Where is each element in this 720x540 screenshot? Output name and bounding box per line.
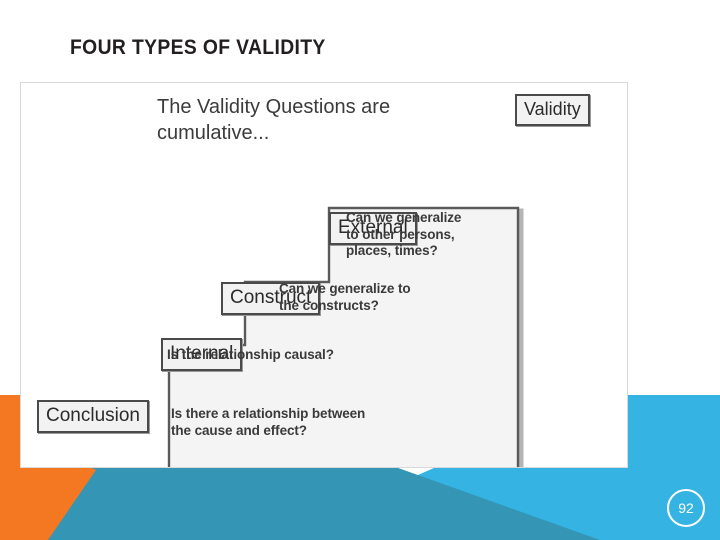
- label-chip-validity: Validity: [515, 94, 590, 126]
- step-question-conclusion-line-2: the cause and effect?: [171, 422, 307, 438]
- diagram-heading-line-1: The Validity Questions are: [157, 96, 391, 118]
- diagram-heading: The Validity Questions are cumulative...: [157, 94, 487, 146]
- step-question-external-line-2: to other persons,: [346, 226, 455, 242]
- label-chip-construct: Construct: [221, 282, 321, 315]
- step-question-conclusion-line-1: Is there a relationship between: [171, 406, 366, 421]
- step-question-conclusion: Is there a relationship between the caus…: [171, 406, 431, 439]
- label-chip-conclusion: Conclusion: [37, 400, 149, 433]
- diagram-image-frame: The Validity Questions are cumulative...…: [20, 82, 628, 468]
- step-question-external: Can we generalize to other persons, plac…: [346, 210, 526, 260]
- teal-wedge: [0, 458, 600, 540]
- label-chip-internal: Internal: [161, 338, 243, 371]
- step-question-external-line-3: places, times?: [346, 243, 438, 258]
- page-number-badge: 92: [667, 489, 705, 527]
- page-title: FOUR TYPES OF VALIDITY: [70, 36, 326, 59]
- step-question-construct-line-2: the constructs?: [279, 297, 379, 313]
- step-question-construct-line-1: Can we generalize to: [279, 281, 411, 296]
- step-question-external-line-1: Can we generalize: [346, 210, 462, 225]
- diagram-heading-line-2: cumulative...: [157, 122, 270, 144]
- step-question-internal: Is the relationship causal?: [167, 347, 427, 364]
- step-question-internal-line-1: Is the relationship causal?: [167, 347, 334, 362]
- step-question-construct: Can we generalize to the constructs?: [279, 281, 459, 314]
- label-chip-external: External: [329, 212, 417, 245]
